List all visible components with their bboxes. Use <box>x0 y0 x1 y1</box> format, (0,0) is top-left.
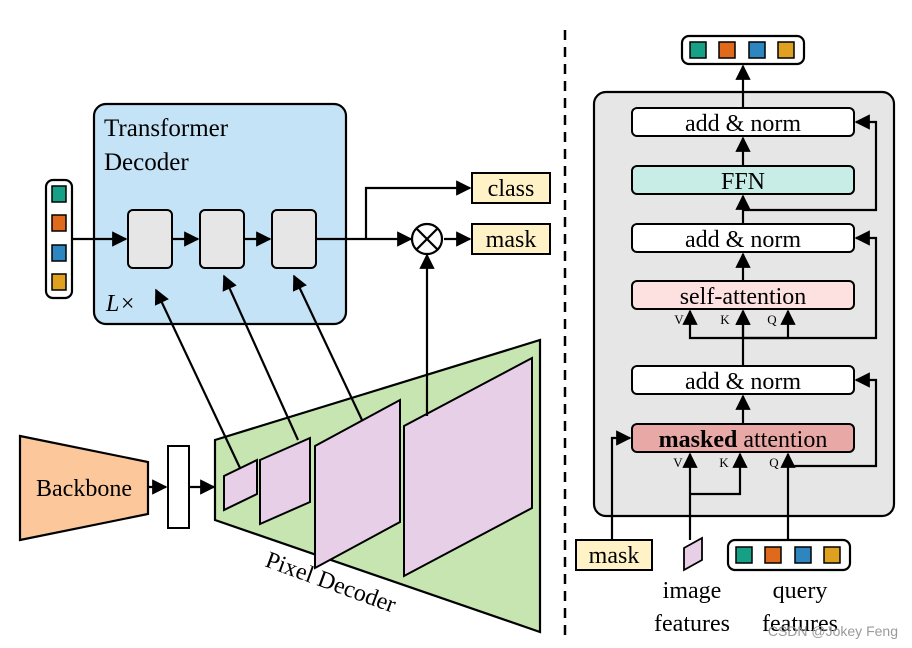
output-query-blue <box>748 41 766 59</box>
backbone-block <box>18 434 150 542</box>
transformer-title-line1: Transformer <box>104 115 229 142</box>
masked-attn-k-input <box>690 452 748 496</box>
ffn-label: FFN <box>721 169 765 195</box>
left-query-green <box>51 185 67 203</box>
add-norm-mid-label: add & norm <box>685 227 801 253</box>
transformer-title-line2: Decoder <box>104 149 189 176</box>
image-features-line1: image <box>663 578 722 604</box>
query-feature-green <box>735 546 753 564</box>
self-attn-v-input <box>682 309 743 340</box>
arrow-to-class <box>364 180 472 239</box>
backbone-label: Backbone <box>36 476 132 502</box>
image-features-line2: features <box>654 611 730 637</box>
query-feature-blue <box>794 546 812 564</box>
query-feature-orange <box>764 546 782 564</box>
mask-input-label: mask <box>589 543 640 569</box>
repeat-label: L× <box>105 291 136 317</box>
left-query-blue <box>51 244 67 262</box>
feature-map-3 <box>314 398 401 570</box>
watermark: CSDN @Jokey Feng <box>768 623 898 639</box>
query-features-stack <box>726 538 852 572</box>
add-norm-low-label: add & norm <box>685 369 801 395</box>
mask-input-arrow <box>610 430 632 540</box>
backbone-feature-bar <box>167 445 190 529</box>
masked-attention-label: masked attention <box>659 427 828 453</box>
feature-map-2 <box>259 436 311 526</box>
output-query-stack <box>680 34 806 66</box>
left-query-orange <box>51 214 67 232</box>
masked-attn-v-label: V <box>673 455 683 470</box>
residual-self-attention <box>743 230 878 340</box>
masked-bold-text: masked <box>659 427 738 453</box>
feature-map-4 <box>403 356 533 578</box>
self-attn-v-label: V <box>674 312 684 327</box>
self-attn-q-input <box>743 309 796 340</box>
class-output-box <box>471 172 551 204</box>
residual-masked-attention <box>788 372 878 468</box>
masked-rest-text: attention <box>737 427 827 453</box>
mask-input-box <box>575 539 653 571</box>
masked-attn-k-label: K <box>719 455 729 470</box>
query-feature-yellow <box>823 546 841 564</box>
output-query-yellow <box>777 41 795 59</box>
left-query-yellow <box>51 273 67 291</box>
class-output-label: class <box>488 176 535 202</box>
decoder-layer-1 <box>127 209 173 269</box>
arrow-fm2-to-layer2 <box>222 274 300 441</box>
query-features-line1: query <box>773 578 828 604</box>
add-norm-top-box <box>631 107 855 137</box>
query-features-line2: features <box>762 611 838 637</box>
decoder-layer-2 <box>199 209 245 269</box>
self-attn-q-label: Q <box>767 312 777 327</box>
residual-ffn <box>743 114 878 212</box>
mask-output-label: mask <box>486 227 537 253</box>
arrow-fm1-to-layer1 <box>154 288 241 469</box>
output-query-orange <box>718 41 736 59</box>
decoder-layer-3 <box>271 209 317 269</box>
masked-attn-q-label: Q <box>769 455 779 470</box>
mask-output-box <box>471 223 551 255</box>
self-attention-label: self-attention <box>680 284 807 310</box>
arrow-fm3-to-layer3 <box>292 274 363 421</box>
image-feature-icon <box>683 536 703 572</box>
self-attn-k-label: K <box>720 312 730 327</box>
feature-map-1 <box>223 458 258 512</box>
add-norm-top-label: add & norm <box>685 111 801 137</box>
output-query-green <box>689 41 707 59</box>
